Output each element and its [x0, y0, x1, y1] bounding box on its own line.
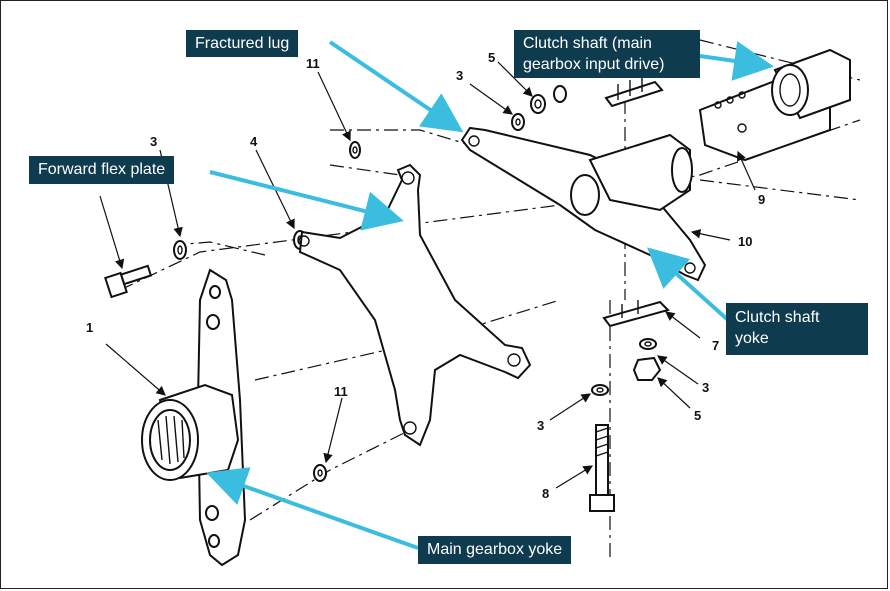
- callout-clutch-shaft: Clutch shaft (main gearbox input drive): [514, 30, 700, 78]
- callout-forward-flex-plate: Forward flex plate: [29, 156, 175, 184]
- part-number-7: 7: [712, 338, 719, 353]
- leader-lines: [99, 61, 756, 489]
- part-number-3: 3: [702, 380, 709, 395]
- callout-forward-flex-plate-text: Forward flex plate: [38, 161, 166, 178]
- part-number-8: 8: [542, 486, 549, 501]
- part-number-1: 1: [86, 320, 93, 335]
- part-number-10: 10: [738, 234, 752, 249]
- callout-main-gearbox-yoke: Main gearbox yoke: [418, 536, 572, 564]
- part-number-4: 4: [250, 134, 258, 149]
- bolt-vertical: [589, 424, 615, 512]
- part-number-3: 3: [456, 68, 463, 83]
- part-numbers: 1 3 4 11 3 5 10 9 7 3 5 3 8 11: [86, 50, 765, 501]
- clamp-brackets: [602, 78, 670, 328]
- bolt-left: [104, 264, 153, 299]
- callout-fractured-lug: Fractured lug: [186, 30, 299, 57]
- part-number-5: 5: [694, 408, 701, 423]
- callout-arrows: [206, 40, 774, 550]
- callout-clutch-shaft-line1: Clutch shaft (main: [523, 35, 652, 52]
- part-number-9: 9: [758, 192, 765, 207]
- callout-clutch-shaft-yoke-line1: Clutch shaft: [735, 309, 820, 326]
- part-number-11: 11: [334, 384, 348, 399]
- forward-flex-plate-part: [298, 163, 532, 447]
- callout-main-gearbox-yoke-text: Main gearbox yoke: [427, 541, 563, 558]
- callout-clutch-shaft-line2: gearbox input drive): [523, 56, 665, 73]
- callout-fractured-lug-text: Fractured lug: [195, 35, 290, 52]
- clutch-shaft-part: [698, 48, 851, 162]
- part-number-3: 3: [150, 134, 157, 149]
- callout-clutch-shaft-yoke-line2: yoke: [735, 330, 769, 347]
- clutch-shaft-yoke-part: [460, 126, 707, 282]
- part-number-11: 11: [306, 56, 320, 71]
- part-number-5: 5: [488, 50, 495, 65]
- main-gearbox-yoke-part: [141, 268, 247, 567]
- nut-bottom: [632, 356, 662, 381]
- part-number-3: 3: [537, 418, 544, 433]
- callout-clutch-shaft-yoke: Clutch shaft yoke: [726, 303, 868, 355]
